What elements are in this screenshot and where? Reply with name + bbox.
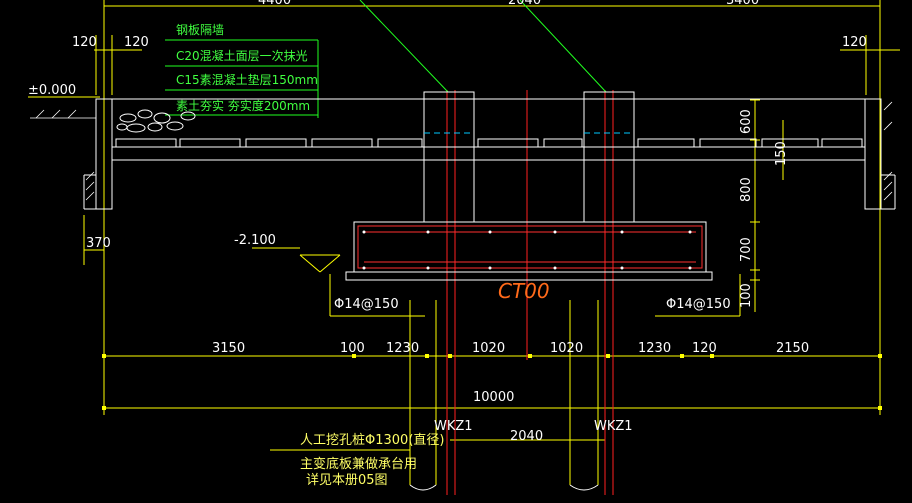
bottom-dim-4: 1020 <box>472 341 505 356</box>
vdim-150: 150 <box>774 141 789 166</box>
top-dim-left: 4400 <box>258 0 291 8</box>
pile-note-2: 主变底板兼做承台用 <box>300 456 417 472</box>
wall-hatch <box>30 101 893 201</box>
bottom-dim-3: 1230 <box>386 341 419 356</box>
side-dim-right: 120 <box>842 35 867 50</box>
pile-breaks <box>409 484 599 491</box>
bottom-dim-8: 2150 <box>776 341 809 356</box>
bottom-dim-2: 100 <box>340 341 365 356</box>
vdim-100: 100 <box>739 283 754 308</box>
leader-lines <box>165 0 607 118</box>
trench-cover-plates <box>115 138 863 148</box>
rebar-left: Φ14@150 <box>334 297 399 312</box>
bottom-dim-6: 1230 <box>638 341 671 356</box>
pile-label-left: WKZ1 <box>434 419 473 434</box>
total-dim: 10000 <box>473 390 514 405</box>
bottom-dim-1: 3150 <box>212 341 245 356</box>
top-dim-middle: 2040 <box>508 0 541 8</box>
side-dim-left-b: 120 <box>124 35 149 50</box>
bottom-dim-7: 120 <box>692 341 717 356</box>
axis-lines <box>446 90 614 495</box>
pile-spacing: 2040 <box>510 429 543 444</box>
dim-370: 370 <box>86 236 111 251</box>
gravel-fill <box>116 109 196 133</box>
pile-note-3: 详见本册05图 <box>306 473 388 488</box>
ground-elevation: ±0.000 <box>28 83 76 98</box>
vdim-600: 600 <box>739 109 754 134</box>
layer-title: 钢板隔墙 <box>176 23 224 37</box>
vdim-800: 800 <box>739 177 754 202</box>
rebar-right: Φ14@150 <box>666 297 731 312</box>
vdim-700: 700 <box>739 237 754 262</box>
bottom-dim-5: 1020 <box>550 341 583 356</box>
layer-2: C15素混凝土垫层150mm <box>176 72 318 87</box>
side-dim-left-a: 120 <box>72 35 97 50</box>
structure-outline <box>83 91 896 281</box>
cap-note: CT00 <box>498 279 550 303</box>
dimension-ticks <box>102 354 882 410</box>
pile-label-right: WKZ1 <box>594 419 633 434</box>
base-elevation: -2.100 <box>234 233 276 248</box>
top-dim-right: 3400 <box>726 0 759 8</box>
layer-3: 素土夯实 夯实度200mm <box>176 98 310 113</box>
rebar-dots <box>362 230 692 270</box>
pile-note-1: 人工挖孔桩Φ1300(直径) <box>300 433 444 448</box>
layer-1: C20混凝土面层一次抹光 <box>176 48 308 63</box>
dimension-lines <box>28 0 900 485</box>
rebar-cage <box>357 225 703 269</box>
